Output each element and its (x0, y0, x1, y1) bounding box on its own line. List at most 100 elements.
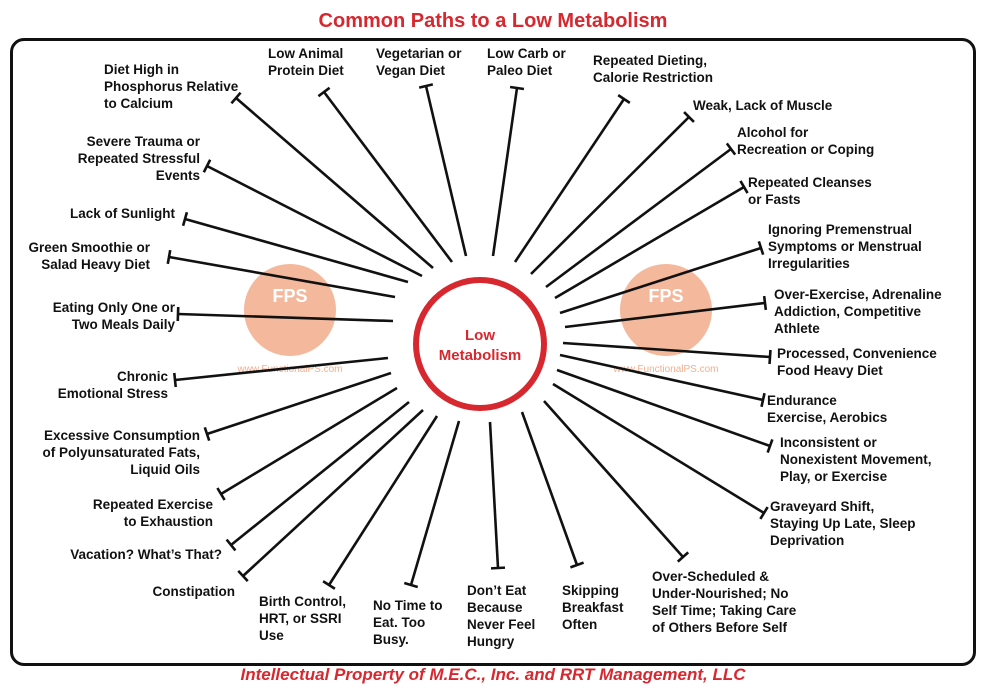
spoke-tbar-over-exercise (762, 295, 768, 311)
path-label-line: Food Heavy Diet (777, 363, 883, 378)
spoke-alcohol (545, 147, 732, 289)
path-label-line: of Polyunsaturated Fats, (42, 445, 200, 460)
path-label-phosphorus: Diet High in Phosphorus Relative to Calciu… (104, 62, 239, 111)
spoke-tbar-constipation (237, 569, 249, 583)
diagram-title: Common Paths to a Low Metabolism (318, 10, 668, 32)
fps-watermark-url: www.FunctionalPS.com (612, 364, 718, 375)
spoke-no-time (409, 420, 461, 586)
path-label-line: Phosphorus Relative (104, 79, 239, 94)
spoke-tbar-premenstrual (757, 240, 765, 256)
path-label-line: Symptoms or Menstrual (768, 239, 922, 254)
path-label-line: Over-Scheduled & (652, 569, 769, 584)
path-label-line: No Time to (373, 598, 443, 613)
spoke-tbar-lack-of-muscle (683, 111, 695, 123)
spoke-tbar-processed-food (768, 349, 772, 365)
fps-logo-text: FPS (648, 286, 683, 306)
path-label-line: Liquid Oils (130, 462, 200, 477)
path-label-line: Weak, Lack of Muscle (693, 98, 833, 113)
path-label-line: Graveyard Shift, (770, 499, 874, 514)
fps-logo-text: FPS (272, 286, 307, 306)
spoke-vegetarian (424, 85, 468, 257)
center-label-line2: Metabolism (439, 347, 522, 364)
spoke-tbar-emotional-stress (172, 372, 178, 388)
path-label-line: or Fasts (748, 192, 801, 207)
path-labels: Diet High in Phosphorus Relative to Calciu… (28, 46, 942, 649)
path-label-line: Processed, Convenience (777, 346, 937, 361)
path-label-lack-of-muscle: Weak, Lack of Muscle (693, 98, 833, 113)
path-label-line: Athlete (774, 321, 820, 336)
center-label-line1: Low (465, 327, 495, 344)
path-label-line: Two Meals Daily (72, 317, 176, 332)
spoke-tbar-sunlight (181, 211, 189, 227)
path-spokes (166, 83, 774, 590)
path-label-line: Paleo Diet (487, 63, 553, 78)
path-label-line: to Calcium (104, 96, 173, 111)
path-label-line: Over-Exercise, Adrenaline (774, 287, 942, 302)
path-label-one-two-meals: Eating Only One or Two Meals Daily (53, 300, 176, 332)
spoke-endurance (559, 353, 764, 402)
spoke-tbar-trauma (202, 159, 212, 173)
path-label-line: Green Smoothie or (28, 240, 150, 255)
path-label-line: HRT, or SSRI (259, 611, 342, 626)
path-label-line: Use (259, 628, 284, 643)
path-label-line: Severe Trauma or (87, 134, 201, 149)
path-label-vacation: Vacation? What’s That? (70, 547, 222, 562)
path-label-line: Diet High in (104, 62, 179, 77)
path-label-line: Recreation or Coping (737, 142, 874, 157)
spoke-tbar-over-scheduled (676, 551, 690, 563)
path-label-line: Emotional Stress (58, 386, 168, 401)
spoke-tbar-graveyard (759, 506, 769, 520)
path-label-line: Alcohol for (737, 125, 809, 140)
spoke-tbar-skipping-breakfast (569, 561, 585, 569)
spoke-phosphorus (235, 97, 434, 269)
spoke-trauma (206, 164, 423, 278)
path-label-line: Often (562, 617, 597, 632)
center-node: Low Metabolism (413, 277, 547, 411)
spoke-premenstrual (559, 246, 762, 315)
spoke-tbar-repeated-dieting (617, 94, 631, 104)
spoke-over-scheduled (543, 400, 684, 558)
path-label-constipation: Constipation (153, 584, 236, 599)
spoke-emotional-stress (174, 356, 389, 382)
path-label-line: Repeated Exercise (93, 497, 214, 512)
fps-logo-circle (244, 264, 336, 356)
path-label-line: Irregularities (768, 256, 850, 271)
path-label-line: Repeated Stressful (78, 151, 200, 166)
path-label-line: Busy. (373, 632, 409, 647)
path-label-line: Vegetarian or (376, 46, 462, 61)
path-label-line: Ignoring Premenstrual (768, 222, 912, 237)
path-label-line: Low Carb or (487, 46, 566, 61)
spoke-tbar-cleanses (739, 180, 749, 194)
path-label-line: Breakfast (562, 600, 624, 615)
path-label-line: Vegan Diet (376, 63, 446, 78)
spoke-exercise-exhaustion (220, 386, 398, 496)
spoke-over-exercise (564, 301, 766, 329)
path-label-line: Eating Only One or (53, 300, 176, 315)
spoke-cleanses (554, 185, 745, 300)
spoke-repeated-dieting (513, 98, 626, 263)
spoke-pufa (206, 371, 392, 436)
spoke-lack-of-muscle (530, 116, 690, 275)
path-label-line: Lack of Sunlight (70, 206, 176, 221)
spoke-tbar-green-smoothie (166, 249, 172, 265)
spoke-vacation (230, 400, 410, 547)
path-label-line: Because (467, 600, 523, 615)
path-label-repeated-dieting: Repeated Dieting,Calorie Restriction (593, 53, 713, 85)
spoke-tbar-birth-control (322, 580, 336, 590)
path-label-line: Endurance (767, 393, 837, 408)
path-label-line: Constipation (153, 584, 236, 599)
path-label-line: Don’t Eat (467, 583, 527, 598)
spoke-tbar-dont-eat (490, 566, 506, 570)
path-label-line: Low Animal (268, 46, 343, 61)
path-label-line: Never Feel (467, 617, 535, 632)
diagram-frame (10, 38, 976, 666)
spoke-green-smoothie (168, 255, 396, 299)
